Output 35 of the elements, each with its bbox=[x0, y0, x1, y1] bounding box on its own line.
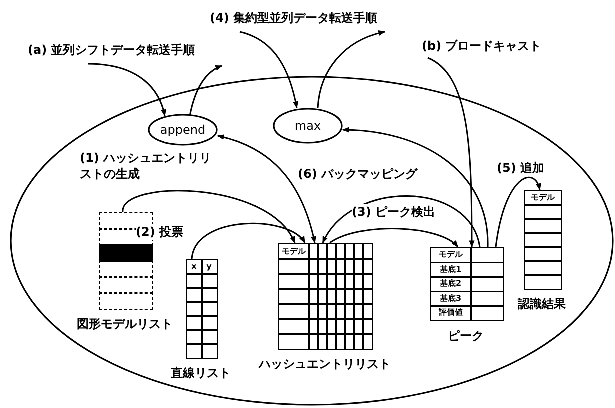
table-cell: モデル bbox=[524, 190, 562, 206]
arrow bbox=[189, 65, 223, 116]
step-label: (b) ブロードキャスト bbox=[422, 38, 562, 56]
arrow bbox=[428, 57, 475, 248]
node-label: max bbox=[294, 118, 322, 134]
table-cell: 基底3 bbox=[430, 290, 472, 307]
edge-label: (5) 追加 bbox=[497, 160, 544, 176]
arrow bbox=[240, 31, 298, 109]
arrow bbox=[88, 63, 166, 117]
table-cell: 基底2 bbox=[430, 276, 472, 292]
node-label: append bbox=[159, 122, 207, 138]
table-caption: ハッシュエントリリスト bbox=[258, 356, 392, 372]
edge-label: (2) 投票 bbox=[136, 224, 184, 240]
table-cell: y bbox=[201, 259, 218, 274]
table-caption: 図形モデルリスト bbox=[76, 316, 174, 332]
arrow bbox=[122, 190, 296, 244]
table-cell: モデル bbox=[430, 247, 472, 264]
arrow bbox=[322, 196, 481, 248]
table-cell: 評価値 bbox=[430, 305, 472, 322]
table-cell: x bbox=[186, 259, 202, 274]
step-label: (a) 並列シフトデータ転送手順 bbox=[28, 42, 233, 60]
table-caption: 認識結果 bbox=[516, 296, 567, 312]
arrow bbox=[342, 127, 489, 248]
arrow bbox=[317, 30, 386, 108]
edge-label: (3) ピーク検出 bbox=[352, 204, 436, 220]
table-caption: ピーク bbox=[447, 328, 485, 344]
table-cell: 基底1 bbox=[430, 262, 472, 278]
arrow bbox=[217, 134, 316, 244]
table-cell: モデル bbox=[278, 243, 310, 260]
arrow bbox=[330, 228, 459, 248]
arrow bbox=[191, 223, 306, 260]
edge-label: (6) バックマッピング bbox=[298, 166, 418, 182]
step-label: (4) 集約型並列データ転送手順 bbox=[210, 10, 420, 28]
arrow bbox=[495, 177, 541, 248]
table-caption: 直線リスト bbox=[170, 365, 232, 381]
